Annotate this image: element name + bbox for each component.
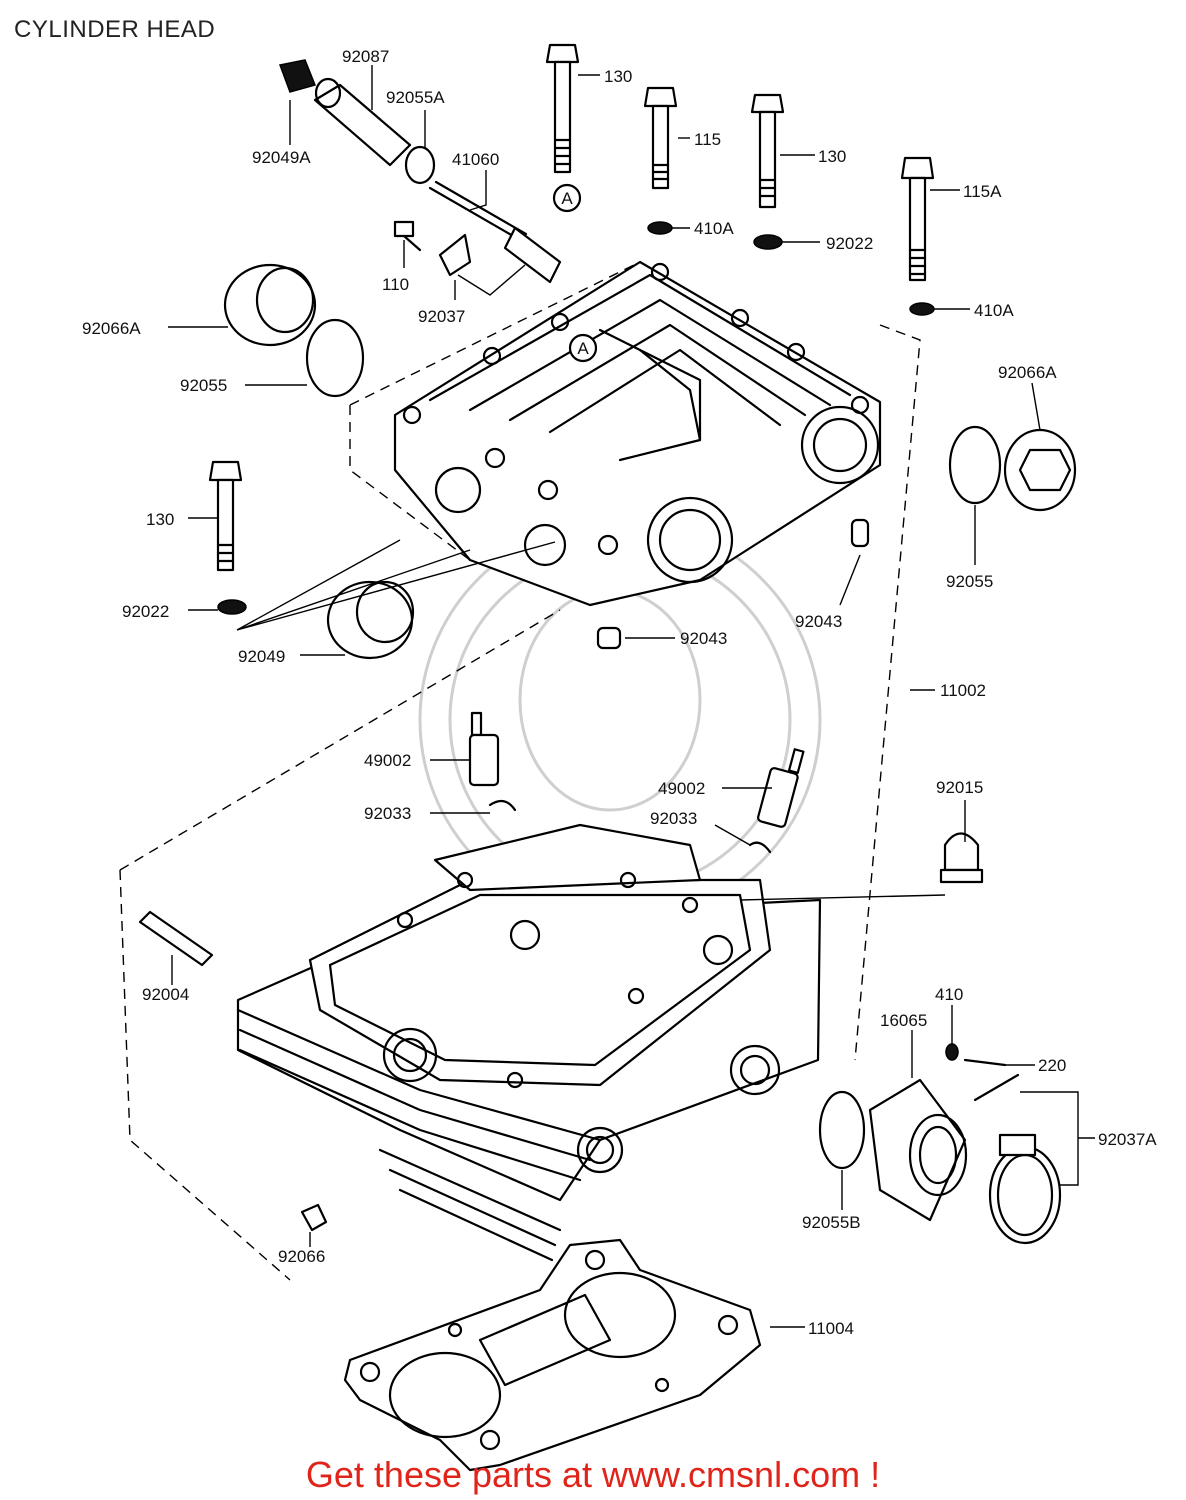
dowel-pin-92004 — [138, 910, 214, 967]
callout-92055B: 92055B — [802, 1213, 861, 1232]
callout-110: 110 — [382, 275, 409, 294]
guide-line-cover — [349, 261, 921, 1061]
callout-130-b: 130 — [818, 147, 846, 166]
callout-92087: 92087 — [342, 47, 389, 66]
dowel-92043-a — [850, 518, 870, 548]
callout-11004: 11004 — [808, 1319, 854, 1338]
o-ring-92055A — [404, 145, 436, 185]
cylinder-head — [236, 823, 822, 1262]
clip-92033-b — [748, 841, 772, 854]
callout-92055A: 92055A — [386, 88, 445, 107]
screw-220 — [963, 1058, 1020, 1102]
callout-92022-b: 92022 — [122, 602, 169, 621]
footer-banner[interactable]: Get these parts at www.cmsnl.com ! — [0, 1454, 1186, 1496]
callout-92043-b: 92043 — [680, 629, 727, 648]
callout-92037A: 92037A — [1098, 1130, 1157, 1149]
bolt-110 — [393, 220, 422, 252]
part-callouts: 92087 92055A 92049A 41060 130 115 130 11… — [82, 47, 1157, 1338]
callout-220: 220 — [1038, 1056, 1066, 1075]
callout-92015: 92015 — [936, 778, 983, 797]
bolt-115A — [900, 156, 935, 282]
callout-92066A-left: 92066A — [82, 319, 141, 338]
reference-marker-a2: A — [568, 333, 598, 363]
clamp-92037A — [988, 1133, 1062, 1245]
valve-guide-49002-b — [757, 748, 805, 828]
o-ring-92055-right — [948, 425, 1002, 505]
bolt-115 — [643, 86, 678, 190]
reference-marker-a1: A — [552, 183, 582, 213]
bolt-130-b — [750, 93, 785, 209]
callout-41060: 41060 — [452, 150, 499, 169]
washer-92022-b — [217, 599, 247, 615]
callout-92066A-right: 92066A — [998, 363, 1057, 382]
sleeve-92087 — [313, 77, 412, 167]
valve-guide-49002-a — [468, 711, 500, 787]
cap-92066A-right — [1003, 428, 1077, 512]
seal-92049A — [278, 59, 317, 93]
callout-92049A: 92049A — [252, 148, 311, 167]
leader-lines — [168, 65, 1095, 1328]
callout-11002: 11002 — [940, 681, 986, 700]
callout-49002-a: 49002 — [364, 751, 411, 770]
svg-text:A: A — [561, 189, 573, 208]
cylinder-head-cover — [393, 260, 882, 607]
o-ring-92055-left — [305, 318, 365, 398]
cmsnl-link[interactable]: Get these parts at www.cmsnl.com ! — [305, 1454, 881, 1495]
o-ring-92055B — [818, 1090, 866, 1170]
callout-92049: 92049 — [238, 647, 285, 666]
callout-92043-a: 92043 — [795, 612, 842, 631]
washer-410 — [945, 1043, 959, 1061]
bolt-130-a — [545, 43, 580, 174]
callout-115A: 115A — [963, 182, 1002, 201]
callout-49002-b: 49002 — [658, 779, 705, 798]
callout-92055-right: 92055 — [946, 572, 993, 591]
callout-92037: 92037 — [418, 307, 465, 326]
callout-115: 115 — [694, 130, 721, 149]
callout-92004: 92004 — [142, 985, 189, 1004]
callout-92055-left: 92055 — [180, 376, 227, 395]
callout-92066: 92066 — [278, 1247, 325, 1266]
plug-92066 — [300, 1203, 328, 1232]
washer-92022-a — [753, 234, 783, 250]
callout-410A-b: 410A — [974, 301, 1014, 320]
bolt-130-c — [208, 460, 243, 572]
cap-92066A-left — [223, 263, 317, 347]
guide-line-assembly — [119, 609, 561, 1281]
cap-nut-92015 — [939, 832, 984, 884]
shaft-41060 — [428, 180, 562, 284]
callout-92022-a: 92022 — [826, 234, 873, 253]
svg-text:A: A — [577, 339, 589, 358]
plate-92037 — [438, 233, 472, 277]
insulator-16065 — [868, 1078, 968, 1222]
diagram-title: CYLINDER HEAD — [14, 16, 216, 43]
washer-410A-b — [909, 302, 935, 316]
clip-92033-a — [488, 799, 517, 812]
washer-410A-a — [647, 221, 673, 235]
callout-410A-a: 410A — [694, 219, 734, 238]
dowel-92043-b — [596, 626, 622, 650]
callout-92033-a: 92033 — [364, 804, 411, 823]
head-gasket-11004 — [343, 1238, 762, 1472]
cap-92049 — [326, 580, 415, 660]
callout-410: 410 — [935, 985, 963, 1004]
callout-92033-b: 92033 — [650, 809, 697, 828]
callout-16065: 16065 — [880, 1011, 927, 1030]
callout-130-a: 130 — [604, 67, 632, 86]
callout-130-c: 130 — [146, 510, 174, 529]
